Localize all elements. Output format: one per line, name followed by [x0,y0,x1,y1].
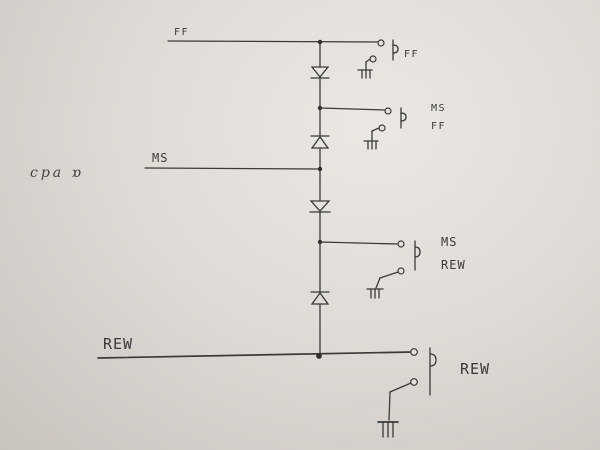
switch-icon [371,107,407,141]
junction-node [316,353,322,359]
switch-contact [410,348,418,356]
junction-node [317,166,323,172]
switch-label-ms: MS [441,235,457,249]
switch-icon [375,240,421,289]
ff-line-label: FF [174,27,189,38]
switch-contact [397,240,405,248]
cpan-label: cpa ɒ [30,165,84,181]
branch-line [319,107,386,111]
diode-icon [310,135,330,149]
switch-icon [388,347,437,421]
switch-contact [397,267,405,275]
switch-label-rew: REW [441,258,466,272]
diode-icon [309,200,331,213]
ms-line-label: MS [152,151,168,165]
switch-label-ms: MS [431,103,446,114]
rew-input-line [97,351,413,359]
ground-icon [377,421,399,438]
ground-icon [357,69,373,79]
diode-icon [310,291,330,305]
ground-icon [363,140,379,150]
switch-icon [365,39,399,70]
diode-icon [310,66,330,79]
switch-label-rew: REW [460,360,490,378]
ms-input-line [144,167,321,170]
switch-contact [410,378,418,386]
junction-node [317,39,323,45]
switch-contact [377,39,385,47]
branch-line [319,241,399,245]
rew-line-label: REW [103,335,133,353]
ff-input-line [167,40,381,43]
ground-icon [366,288,384,299]
switch-contact [378,124,386,132]
switch-contact [369,55,377,63]
switch-label-ff: FF [404,49,419,60]
switch-contact [384,107,392,115]
switch-label-ff: FF [431,121,446,132]
